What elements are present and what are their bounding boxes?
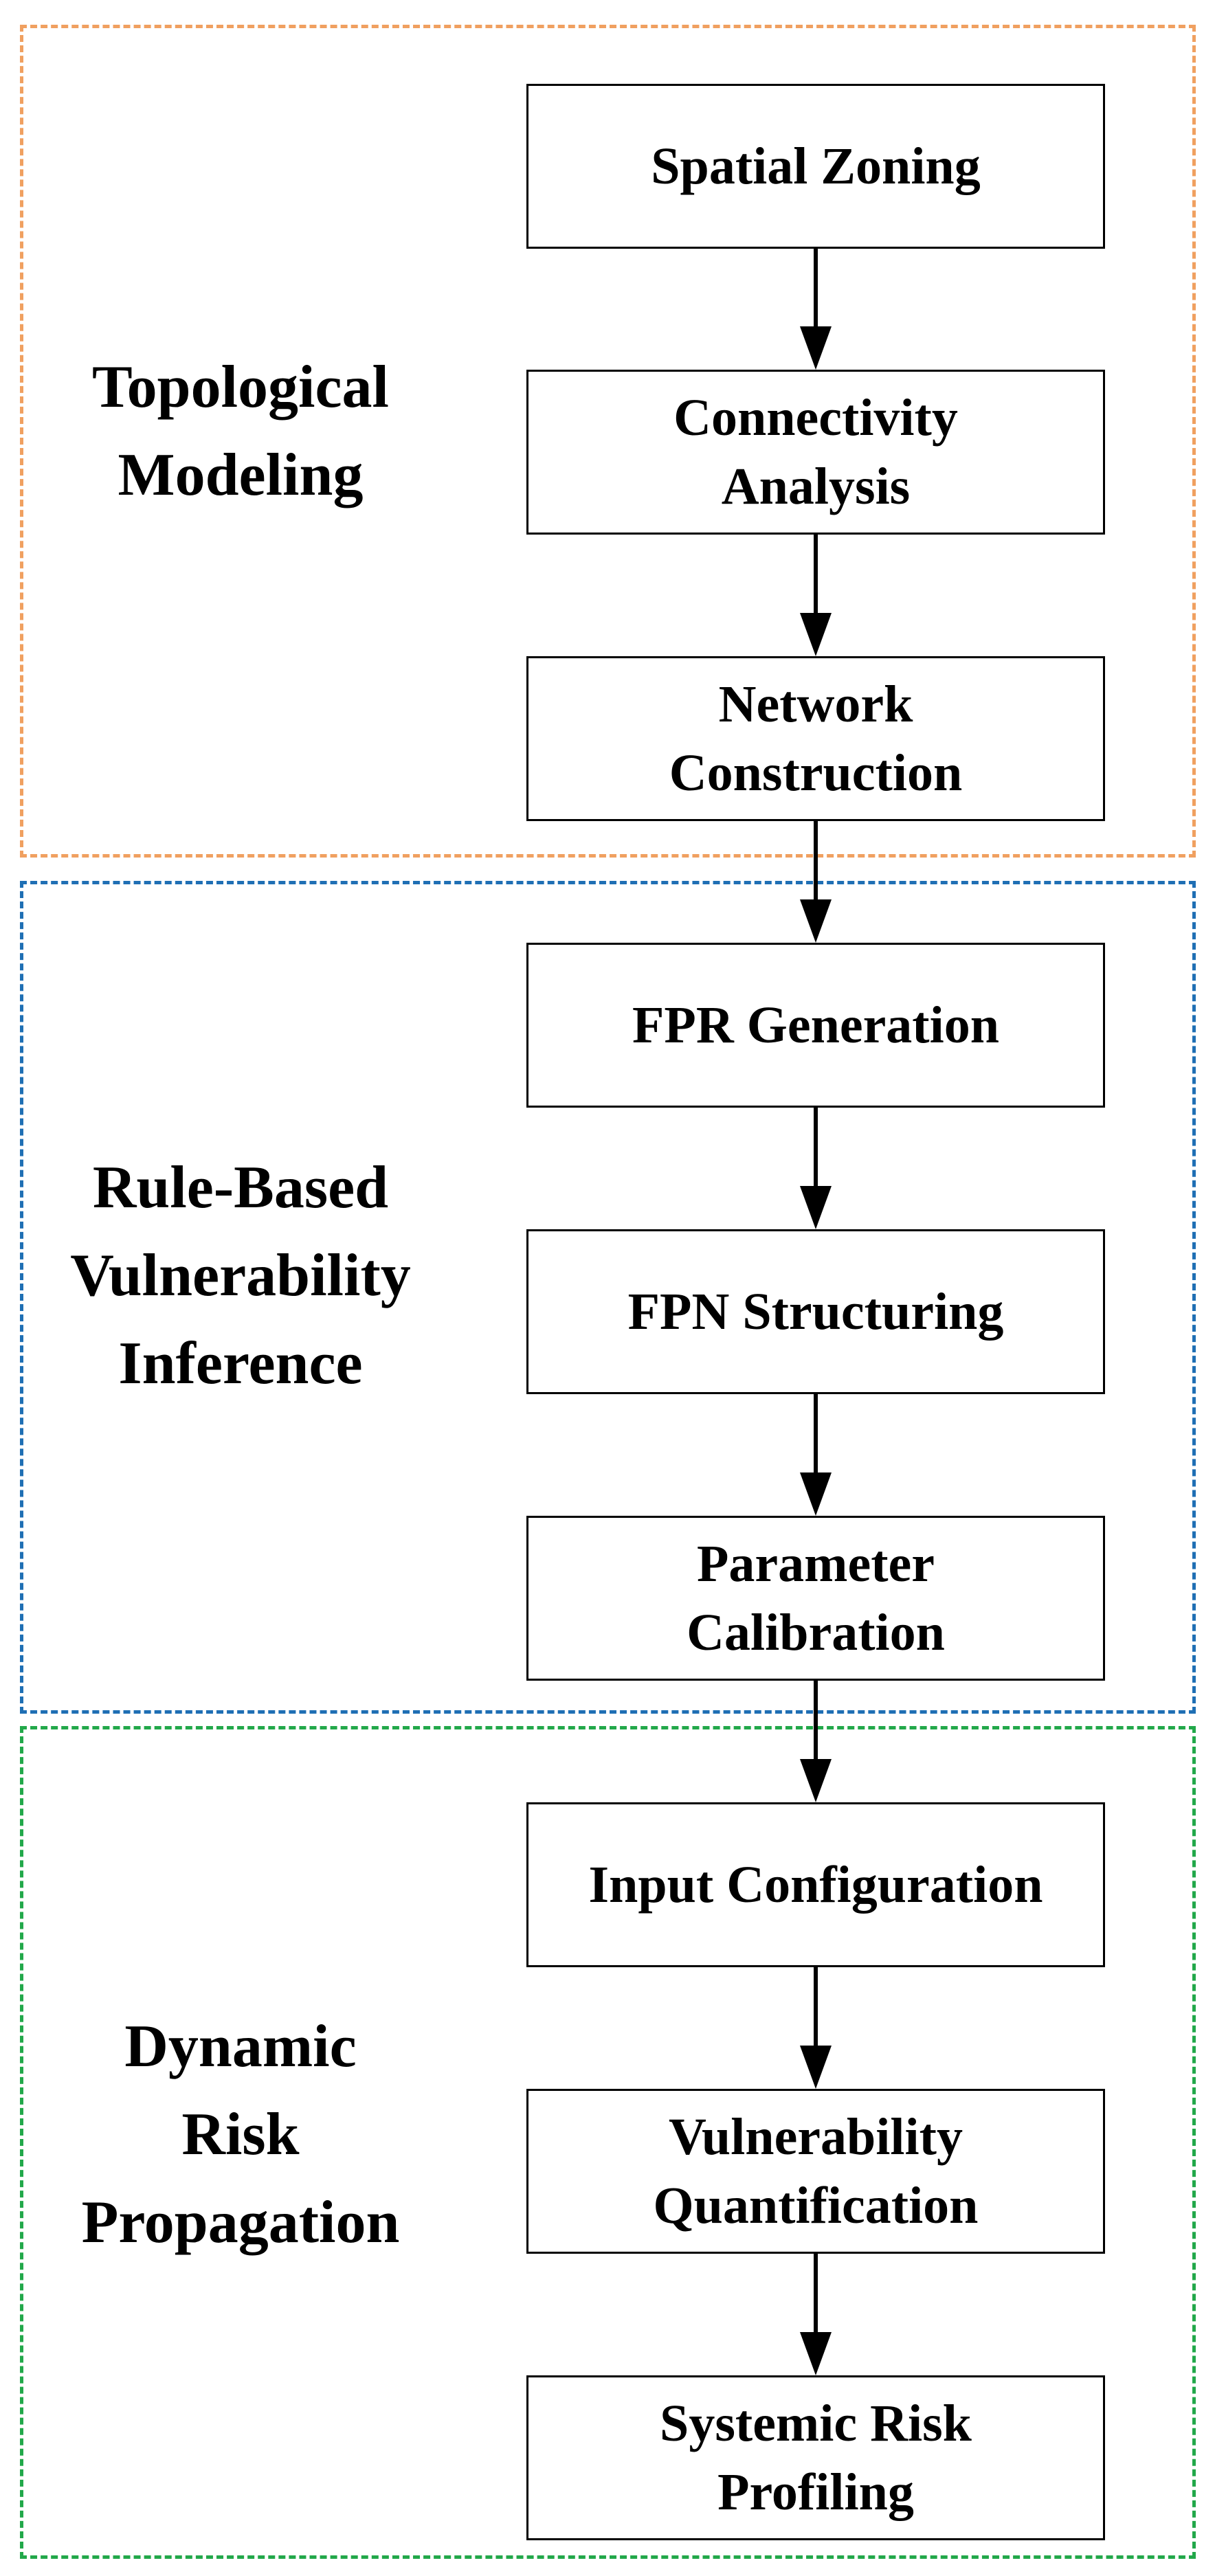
- arrow-network-to-fpr: [800, 821, 832, 943]
- step-systemic-risk-profiling: Systemic Risk Profiling: [526, 2375, 1105, 2540]
- arrow-connectivity-to-network: [800, 535, 832, 656]
- step-fpr-generation: FPR Generation: [526, 943, 1105, 1108]
- group-rule-based-vulnerability-inference: [20, 881, 1196, 1714]
- group-label-rule-based-vulnerability-inference: Rule-Based Vulnerability Inference: [70, 1154, 411, 1397]
- group-label-topological-modeling: Topological Modeling: [92, 354, 389, 508]
- group-label-dynamic-risk-propagation: Dynamic Risk Propagation: [81, 2013, 400, 2256]
- arrow-spatial-to-connectivity: [800, 249, 832, 370]
- group-topological-modeling: [20, 25, 1196, 858]
- arrow-fpn-to-parameter: [800, 1394, 832, 1516]
- arrow-input-to-vulnerability: [800, 1967, 832, 2089]
- step-connectivity-analysis: Connectivity Analysis: [526, 370, 1105, 535]
- step-spatial-zoning: Spatial Zoning: [526, 84, 1105, 249]
- step-network-construction: Network Construction: [526, 656, 1105, 821]
- step-fpn-structuring: FPN Structuring: [526, 1229, 1105, 1394]
- arrow-fpr-to-fpn: [800, 1108, 832, 1229]
- group-dynamic-risk-propagation: [20, 1726, 1196, 2559]
- arrow-vulnerability-to-systemic: [800, 2254, 832, 2375]
- step-parameter-calibration: Parameter Calibration: [526, 1516, 1105, 1681]
- arrow-parameter-to-input: [800, 1681, 832, 1802]
- step-vulnerability-quantification: Vulnerability Quantification: [526, 2089, 1105, 2254]
- step-input-configuration: Input Configuration: [526, 1802, 1105, 1967]
